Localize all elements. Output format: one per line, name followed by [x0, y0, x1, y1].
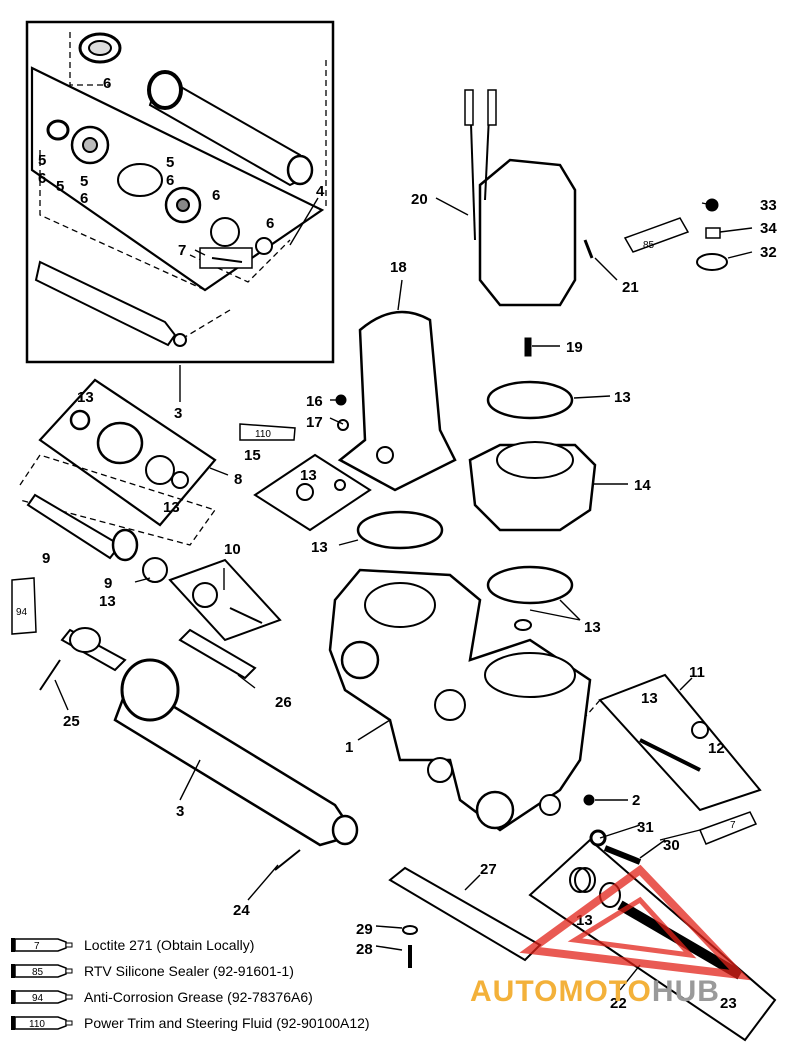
- callout-1: 1: [345, 739, 353, 756]
- legend-code: 110: [29, 1019, 45, 1030]
- motor-20: [464, 89, 577, 307]
- callout-6: 6: [80, 190, 88, 207]
- tube-110-label: 110: [255, 429, 271, 440]
- callout-24: 24: [233, 902, 250, 919]
- callout-5: 5: [166, 154, 174, 171]
- callout-7: 7: [178, 242, 186, 259]
- legend-row: 7 Loctite 271 (Obtain Locally): [0, 932, 470, 958]
- callout-13: 13: [311, 539, 328, 556]
- reservoir-18: [337, 310, 457, 492]
- callout-5: 5: [56, 178, 64, 195]
- callout-6: 6: [212, 187, 220, 204]
- callout-9: 9: [42, 550, 50, 567]
- legend-code: 85: [32, 967, 44, 978]
- callout-4: 4: [316, 183, 325, 200]
- callout-30: 30: [663, 837, 680, 854]
- callout-5: 5: [80, 173, 88, 190]
- callout-2: 2: [632, 792, 640, 809]
- callout-10: 10: [224, 541, 241, 558]
- legend-row: 94 Anti-Corrosion Grease (92-78376A6): [0, 984, 470, 1010]
- callout-13: 13: [614, 389, 631, 406]
- box-item-10: [168, 558, 282, 642]
- tube-94-label: 94: [16, 607, 28, 618]
- callout-13: 13: [641, 690, 658, 707]
- legend-code: 7: [34, 941, 40, 952]
- callout-13: 13: [584, 619, 601, 636]
- legend-text: Loctite 271 (Obtain Locally): [84, 937, 255, 953]
- callout-15: 15: [244, 447, 261, 464]
- tube-110: 110: [239, 423, 296, 441]
- callout-13: 13: [77, 389, 94, 406]
- callout-8: 8: [234, 471, 242, 488]
- callout-25: 25: [63, 713, 80, 730]
- callout-3: 3: [176, 803, 184, 820]
- callout-28: 28: [356, 941, 373, 958]
- tube-icon: 110: [11, 1016, 73, 1030]
- callout-34: 34: [760, 220, 777, 237]
- callout-13: 13: [300, 467, 317, 484]
- callout-21: 21: [622, 279, 639, 296]
- callout-13: 13: [163, 499, 180, 516]
- callout-27: 27: [480, 861, 497, 878]
- tube-7-label: 7: [730, 820, 736, 831]
- tube-7: 7: [698, 811, 758, 845]
- callout-19: 19: [566, 339, 583, 356]
- manifold-housing: [328, 568, 592, 832]
- box-item-11: [564, 673, 762, 812]
- callout-31: 31: [637, 819, 654, 836]
- callout-3: 3: [174, 405, 182, 422]
- box-item-15: [253, 453, 372, 532]
- callout-26: 26: [275, 694, 292, 711]
- tube-icon: 7: [11, 938, 73, 952]
- callout-33: 33: [760, 197, 777, 214]
- legend-code: 94: [32, 993, 44, 1004]
- callout-16: 16: [306, 393, 323, 410]
- watermark-triangle-logo: [519, 864, 751, 981]
- callout-12: 12: [708, 740, 725, 757]
- callout-20: 20: [411, 191, 428, 208]
- callout-32: 32: [760, 244, 777, 261]
- leader-lines: [54, 197, 753, 991]
- callout-9: 9: [104, 575, 112, 592]
- box-item-22: [528, 838, 777, 1042]
- callout-numbers: 6 5 6 5 5 6 5 6 6 6 7 4 3 13 8 13 9 9 13…: [38, 75, 777, 1012]
- watermark-part1: AUTOMOTO: [470, 975, 652, 1008]
- callout-18: 18: [390, 259, 407, 276]
- lubricant-legend: 7 Loctite 271 (Obtain Locally) 85 RTV Si…: [0, 932, 470, 1036]
- legend-row: 110 Power Trim and Steering Fluid (92-90…: [0, 1010, 470, 1036]
- legend-text: Anti-Corrosion Grease (92-78376A6): [84, 989, 313, 1005]
- legend-text: Power Trim and Steering Fluid (92-90100A…: [84, 1015, 370, 1031]
- callout-22: 22: [610, 995, 627, 1012]
- callout-13: 13: [99, 593, 116, 610]
- callout-17: 17: [306, 414, 323, 431]
- callout-11: 11: [689, 664, 705, 681]
- callout-6: 6: [103, 75, 111, 92]
- box-item-8: [19, 378, 217, 546]
- pump-housing-14: [468, 441, 597, 532]
- callout-29: 29: [356, 921, 373, 938]
- lower-cylinder-3: [60, 627, 359, 847]
- watermark-logo-text: AUTOMOTOHUB: [470, 975, 720, 1009]
- watermark-part2: HUB: [651, 975, 720, 1008]
- callout-5: 5: [38, 152, 46, 169]
- legend-row: 85 RTV Silicone Sealer (92-91601-1): [0, 958, 470, 984]
- tube-94: 94: [11, 577, 37, 635]
- o-rings: [356, 380, 591, 893]
- rod-item-9: [26, 493, 168, 583]
- inset-box-cylinder-parts: [25, 20, 335, 364]
- callout-6: 6: [166, 172, 174, 189]
- tube-icon: 85: [11, 964, 73, 978]
- upper-cylinder-illustration: [34, 32, 314, 347]
- tube-85-label: 85: [643, 240, 655, 251]
- callout-6: 6: [38, 170, 46, 187]
- callout-23: 23: [720, 995, 737, 1012]
- legend-text: RTV Silicone Sealer (92-91601-1): [84, 963, 294, 979]
- callout-14: 14: [634, 477, 651, 494]
- callout-6: 6: [266, 215, 274, 232]
- tube-icon: 94: [11, 990, 73, 1004]
- small-hardware: [39, 198, 728, 968]
- tube-85: 85: [623, 217, 690, 253]
